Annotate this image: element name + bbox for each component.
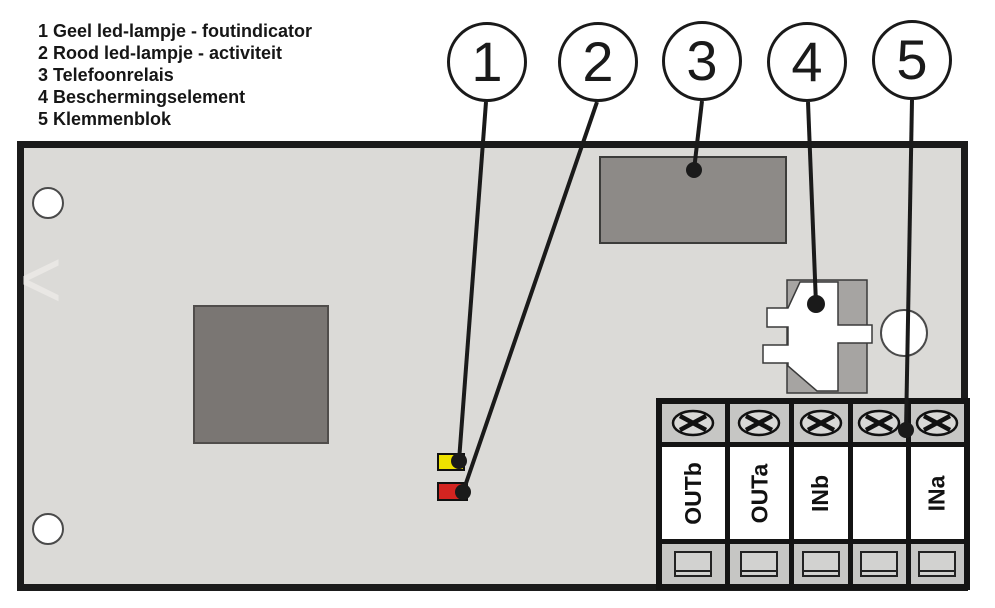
terminal-label-cell: OUTb (662, 447, 725, 539)
wire-slot (674, 551, 713, 577)
terminal-label-cell: INb (794, 447, 848, 539)
legend-item-5: 5 Klemmenblok (38, 109, 172, 129)
terminal-column-outa: OUTa (729, 404, 790, 584)
wire-slot (801, 551, 840, 577)
terminal-label-cell: INa (910, 447, 964, 539)
legend-item-2: 2 Rood led-lampje - activiteit (38, 43, 283, 63)
mounting-hole-right (880, 309, 928, 357)
screw-head-icon (672, 409, 715, 437)
terminal-block: OUTb OUTa (656, 398, 970, 590)
callout-number-3: 3 (686, 29, 718, 92)
terminal-column-blank (852, 404, 906, 584)
terminal-slot-cell (794, 544, 848, 584)
legend-item-1: 1 Geel led-lampje - foutindicator (38, 21, 313, 41)
terminal-slot-cell (852, 544, 906, 584)
mounting-hole-top-left (32, 187, 64, 219)
screw-head-icon (916, 409, 959, 437)
terminal-column-ina: INa (910, 404, 964, 584)
callout-circle-5: 5 (872, 20, 952, 100)
mounting-hole-bottom-left (32, 513, 64, 545)
legend-item-3: 3 Telefoonrelais (38, 65, 174, 85)
terminal-slot-cell (662, 544, 725, 584)
protection-element-outline (762, 281, 873, 392)
terminal-label-cell: OUTa (729, 447, 790, 539)
callout-number-2: 2 (582, 30, 614, 93)
terminal-screw-cell (729, 404, 790, 442)
terminal-slot-cell (910, 544, 964, 584)
terminal-label-ina: INa (923, 475, 950, 511)
terminal-screw-cell (662, 404, 725, 442)
terminal-screw-cell (794, 404, 848, 442)
red-led (437, 482, 468, 501)
terminal-label-outa: OUTa (745, 463, 772, 523)
callout-number-5: 5 (896, 28, 928, 91)
chevron-left-icon: < (20, 234, 63, 326)
screw-head-icon (738, 409, 781, 437)
callout-circle-4: 4 (767, 22, 847, 102)
terminal-label-outb: OUTb (679, 461, 706, 525)
ic-chip (193, 305, 329, 444)
wire-slot (918, 551, 957, 577)
screw-head-icon (857, 409, 901, 437)
callout-circle-3: 3 (662, 21, 742, 101)
screw-head-icon (799, 409, 843, 437)
legend: 1 Geel led-lampje - foutindicator 2 Rood… (38, 20, 312, 130)
yellow-led (437, 453, 465, 471)
terminal-column-inb: INb (794, 404, 848, 584)
wire-slot (740, 551, 779, 577)
callout-number-4: 4 (791, 30, 823, 93)
terminal-label-cell (852, 447, 906, 539)
terminal-screw-cell (852, 404, 906, 442)
terminal-label-inb: INb (807, 474, 834, 512)
terminal-column-outb: OUTb (662, 404, 725, 584)
callout-circle-1: 1 (447, 22, 527, 102)
terminal-screw-cell (910, 404, 964, 442)
protection-element (762, 279, 873, 394)
callout-circle-2: 2 (558, 22, 638, 102)
legend-item-4: 4 Beschermingselement (38, 87, 246, 107)
telephone-relay (599, 156, 787, 244)
terminal-slot-cell (729, 544, 790, 584)
wire-slot (860, 551, 899, 577)
callout-number-1: 1 (471, 30, 503, 93)
